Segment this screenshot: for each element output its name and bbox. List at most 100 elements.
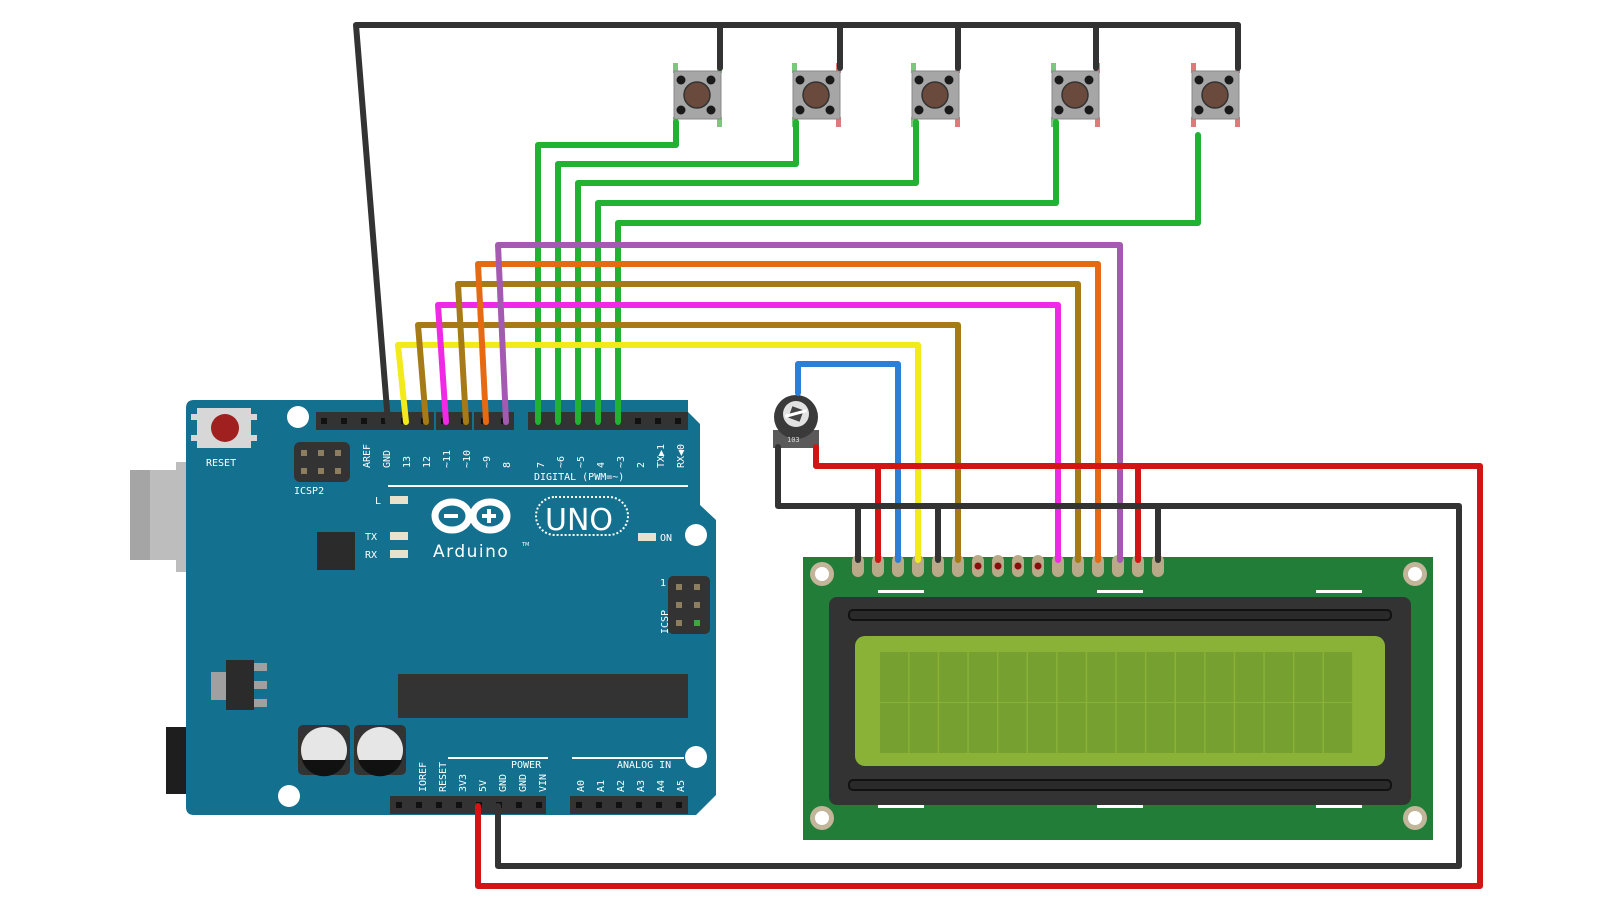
analog-pin-label: A1	[596, 780, 607, 792]
power-header	[390, 796, 546, 814]
mounting-hole	[685, 524, 707, 546]
lcd-cell	[998, 703, 1027, 753]
led-tx-label: TX	[365, 532, 377, 543]
lcd-cell	[1028, 703, 1057, 753]
led-rx-label: RX	[365, 550, 377, 561]
lcd-pin	[1092, 555, 1104, 577]
usb-chip	[317, 532, 355, 570]
lcd-cell	[1264, 652, 1293, 702]
potentiometer[interactable]	[773, 395, 819, 448]
digital-pin-label: 12	[422, 456, 433, 468]
power-pin-label: VIN	[538, 774, 549, 792]
digital-pin-label: 4	[596, 462, 607, 468]
push-button[interactable]	[1051, 63, 1100, 127]
push-button[interactable]	[673, 63, 722, 127]
lcd-cell	[1324, 703, 1353, 753]
analog-pin-label: A3	[636, 780, 647, 792]
digital-pin-label: 2	[636, 462, 647, 468]
digital-pin-label: RX◀0	[676, 444, 687, 468]
digital-pin-label: ~5	[576, 456, 587, 468]
lcd-cell	[1205, 652, 1234, 702]
lcd-pin	[932, 555, 944, 577]
header-pin	[361, 418, 367, 424]
digital-pin-label: 13	[402, 456, 413, 468]
mounting-hole	[685, 746, 707, 768]
wires	[353, 22, 1483, 889]
analog-pin-label: A4	[656, 780, 667, 792]
lcd-cell	[1146, 703, 1175, 753]
push-button[interactable]	[1191, 63, 1240, 127]
mounting-hole	[278, 785, 300, 807]
reset-button[interactable]	[191, 408, 257, 448]
potentiometer-marking: 103	[787, 436, 800, 444]
lcd-cell	[909, 703, 938, 753]
wire-gnd[interactable]	[495, 444, 1462, 869]
lcd-cell	[1235, 703, 1264, 753]
lcd-pin	[872, 555, 884, 577]
lcd-pin	[1052, 555, 1064, 577]
model-label: UNO	[545, 503, 613, 538]
wire-gnd-buttons[interactable]	[353, 22, 1241, 425]
wire-d12-lcd-rs[interactable]	[415, 322, 961, 563]
lcd-cell	[1294, 703, 1323, 753]
header-pin	[576, 802, 582, 808]
lcd-cell	[1028, 652, 1057, 702]
digital-pin-label: ~11	[442, 450, 453, 468]
lcd-pin	[952, 555, 964, 577]
power-pin-label: GND	[518, 774, 529, 792]
wire-pot-lcd-v0[interactable]	[795, 361, 901, 563]
power-pin-label: 3V3	[458, 774, 469, 792]
digital-label: DIGITAL (PWM=~)	[534, 472, 624, 483]
wire-button-4[interactable]	[595, 119, 1059, 425]
digital-pin-label: 7	[536, 462, 547, 468]
arduino-logo	[431, 498, 511, 534]
wire-d11-lcd-d4[interactable]	[435, 302, 1061, 563]
analog-header	[570, 796, 688, 814]
wire-button-2[interactable]	[555, 119, 799, 425]
wire-5v[interactable]	[475, 444, 1483, 889]
wire-d13-lcd-e[interactable]	[395, 342, 921, 563]
wire-button-5[interactable]	[615, 132, 1201, 425]
led-l-label: L	[375, 496, 381, 507]
wire-d10-lcd-d5[interactable]	[455, 281, 1081, 563]
trademark-label: TM	[521, 542, 529, 548]
digital-pin-label: ~9	[482, 456, 493, 468]
power-pin-label: RESET	[438, 762, 449, 792]
push-buttons	[673, 63, 1240, 127]
header-pin	[616, 802, 622, 808]
push-button[interactable]	[911, 63, 960, 127]
push-button[interactable]	[792, 63, 841, 127]
wire-d9-lcd-d6[interactable]	[475, 261, 1101, 563]
header-pin	[416, 802, 422, 808]
header-pin	[675, 418, 681, 424]
lcd-cell	[968, 652, 997, 702]
mounting-hole	[287, 406, 309, 428]
bottom-header-pins	[396, 802, 682, 808]
header-pin	[536, 802, 542, 808]
header-pin	[436, 802, 442, 808]
header-pin	[676, 802, 682, 808]
wire-d8-lcd-d7[interactable]	[495, 242, 1123, 563]
header-pin	[456, 802, 462, 808]
lcd-pin	[892, 555, 904, 577]
analog-pin-label: A0	[576, 780, 587, 792]
lcd-pin	[1132, 555, 1144, 577]
digital-header	[316, 412, 688, 430]
digital-pin-label: AREF	[362, 444, 373, 468]
lcd-cell	[1324, 652, 1353, 702]
analog-pin-label: A5	[676, 780, 687, 792]
lcd-cell	[880, 703, 909, 753]
lcd-pin-hole	[1014, 562, 1022, 570]
lcd-cell	[1057, 652, 1086, 702]
lcd-pin-header	[852, 555, 1164, 577]
lcd-cell	[1235, 652, 1264, 702]
lcd-pin-hole	[994, 562, 1002, 570]
lcd-cell	[939, 703, 968, 753]
brand-label: Arduino	[433, 542, 509, 562]
digital-pin-label: 8	[502, 462, 513, 468]
icsp2-header	[294, 442, 350, 482]
lcd-cell	[1087, 703, 1116, 753]
